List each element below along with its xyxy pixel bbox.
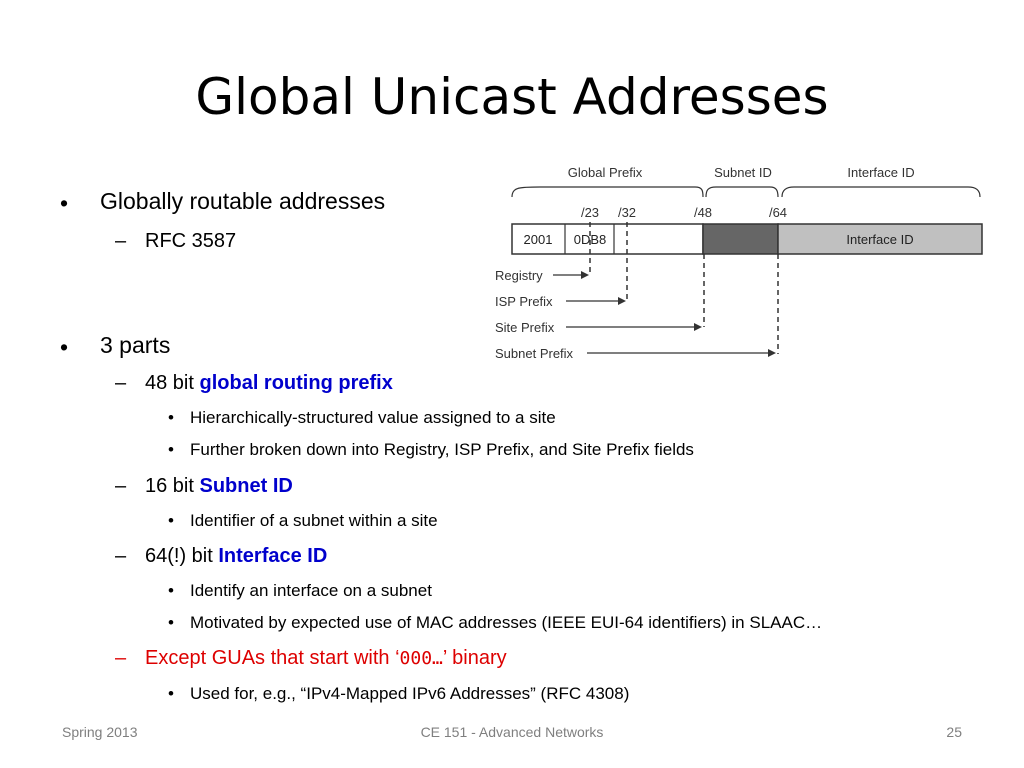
dash-marker: – bbox=[115, 372, 127, 394]
cell-label-0db8: 0DB8 bbox=[574, 232, 607, 247]
bullet-globally-routable: Globally routable addresses bbox=[100, 188, 386, 214]
footer-date: Spring 2013 bbox=[62, 724, 138, 740]
label-subnet-id: Subnet ID bbox=[714, 165, 772, 180]
bullet-rfc-3587: RFC 3587 bbox=[145, 230, 237, 252]
bullet-motivated-by-mac: Motivated by expected use of MAC address… bbox=[190, 613, 823, 632]
bullet-further-broken-down: Further broken down into Registry, ISP P… bbox=[190, 440, 694, 459]
dash-marker: – bbox=[115, 230, 127, 252]
slide-title: Global Unicast Addresses bbox=[195, 68, 829, 126]
brace-global-prefix bbox=[511, 186, 704, 198]
bullet-marker: • bbox=[60, 190, 69, 216]
arrow-label-subnet-prefix: Subnet Prefix bbox=[495, 346, 574, 361]
bullet-text: Except GUAs that start with ‘ bbox=[145, 647, 400, 669]
marker-32: /32 bbox=[618, 205, 636, 220]
bullet-hierarchically-structured: Hierarchically-structured value assigned… bbox=[190, 408, 556, 427]
label-global-prefix: Global Prefix bbox=[568, 165, 643, 180]
bullet-identify-interface: Identify an interface on a subnet bbox=[190, 581, 432, 600]
bullet-marker: • bbox=[168, 440, 174, 459]
bullet-3-parts: 3 parts bbox=[100, 332, 171, 358]
cell-subnet-id bbox=[702, 223, 779, 255]
bullet-ipv4-mapped: Used for, e.g., “IPv4-Mapped IPv6 Addres… bbox=[190, 684, 630, 703]
footer-page-number: 25 bbox=[946, 724, 962, 740]
marker-64: /64 bbox=[769, 205, 787, 220]
footer-course: CE 151 - Advanced Networks bbox=[420, 724, 604, 740]
bullet-marker: • bbox=[168, 408, 174, 427]
bullet-identifier-of-subnet: Identifier of a subnet within a site bbox=[190, 511, 438, 530]
bullet-interface-id: 64(!) bit Interface ID bbox=[145, 545, 327, 568]
cell-label-interface-id: Interface ID bbox=[846, 232, 913, 247]
arrow-label-isp-prefix: ISP Prefix bbox=[495, 294, 553, 309]
marker-48: /48 bbox=[694, 205, 712, 220]
bullet-text: 48 bit bbox=[145, 372, 200, 394]
bullet-global-routing-prefix: 48 bit global routing prefix bbox=[145, 372, 393, 395]
dash-marker: – bbox=[115, 545, 127, 567]
arrowhead-icon bbox=[768, 349, 776, 357]
arrowhead-icon bbox=[694, 323, 702, 331]
bullet-text: ’ binary bbox=[442, 647, 507, 669]
brace-subnet-id bbox=[705, 186, 779, 198]
bullet-marker: • bbox=[60, 334, 69, 360]
bullet-marker: • bbox=[168, 613, 174, 632]
bullet-marker: • bbox=[168, 581, 174, 600]
arrowhead-icon bbox=[581, 271, 589, 279]
code-000: 000… bbox=[399, 648, 443, 669]
dash-marker: – bbox=[115, 647, 127, 669]
highlight-interface-id: Interface ID bbox=[218, 545, 328, 567]
bullet-text: 64(!) bit bbox=[145, 545, 219, 567]
marker-23: /23 bbox=[581, 205, 599, 220]
label-interface-id: Interface ID bbox=[847, 165, 914, 180]
bullet-subnet-id: 16 bit Subnet ID bbox=[145, 475, 293, 498]
bullet-except-guas: Except GUAs that start with ‘000…’ binar… bbox=[145, 647, 507, 670]
cell-label-2001: 2001 bbox=[524, 232, 553, 247]
cell-global-prefix bbox=[511, 223, 704, 255]
highlight-global-routing-prefix: global routing prefix bbox=[199, 372, 393, 394]
cell-interface-id bbox=[777, 223, 983, 255]
brace-interface-id bbox=[781, 186, 981, 198]
bullet-marker: • bbox=[168, 511, 174, 530]
arrow-label-registry: Registry bbox=[495, 268, 543, 283]
arrow-label-site-prefix: Site Prefix bbox=[495, 320, 555, 335]
arrowhead-icon bbox=[618, 297, 626, 305]
bullet-text: 16 bit bbox=[145, 475, 200, 497]
highlight-subnet-id: Subnet ID bbox=[199, 475, 293, 497]
bullet-marker: • bbox=[168, 684, 174, 703]
dash-marker: – bbox=[115, 475, 127, 497]
